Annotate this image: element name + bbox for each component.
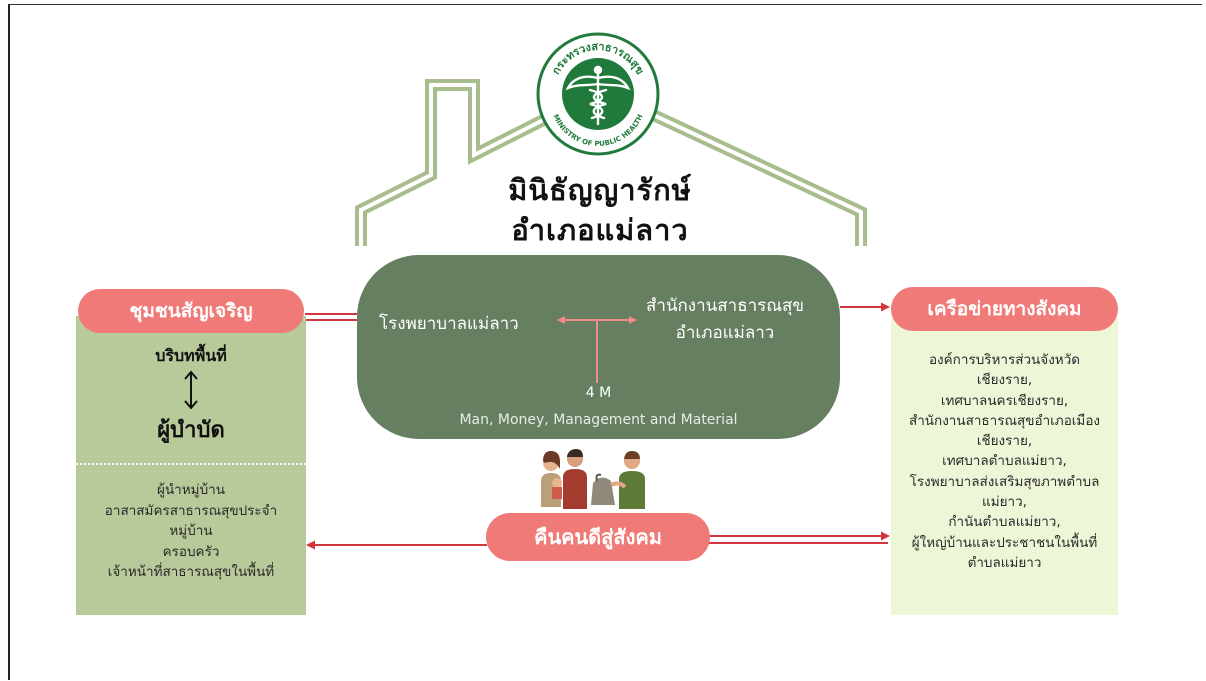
return-to-society-pill: คืนคนดีสู่สังคม <box>486 513 710 561</box>
title-line-1: มินิธัญญารักษ์ <box>508 173 692 207</box>
list-item: หมู่บ้าน <box>169 523 213 539</box>
left-connector-line <box>305 313 357 321</box>
person-icon <box>563 449 587 509</box>
page-title: มินิธัญญารักษ์ อำเภอแม่ลาว <box>440 170 760 250</box>
image-frame <box>8 4 1202 680</box>
list-item: กำนันตำบลแม่ยาว, <box>948 514 1061 531</box>
grocery-bag-icon <box>591 473 615 505</box>
list-item: เจ้าหน้าที่สาธารณสุขในพื้นที่ <box>107 564 275 580</box>
people-illustration <box>541 449 645 509</box>
list-item: อาสาสมัครสาธารณสุขประจำ <box>104 502 278 519</box>
list-item: เทศบาลตำบลแม่ยาว, <box>942 453 1067 470</box>
list-item: สำนักงานสาธารณสุขอำเภอเมือง <box>908 412 1101 429</box>
community-pill: ชุมชนสัญเจริญ <box>78 289 304 333</box>
house-roof-outline <box>355 79 867 246</box>
center-t-connector <box>557 316 637 383</box>
community-members-list: ผู้นำหมู่บ้าน อาสาสมัครสาธารณสุขประจำ หม… <box>76 480 306 583</box>
caduceus-icon <box>565 65 631 126</box>
context-label: บริบทพื้นที่ <box>155 346 227 365</box>
title-line-2: อำเภอแม่ลาว <box>511 213 689 247</box>
four-m-description: Man, Money, Management and Material <box>459 412 738 428</box>
list-item: ผู้นำหมู่บ้าน <box>157 482 225 498</box>
moph-logo: กระทรวงสาธารณสุข MINISTRY OF PUBLIC HEAL… <box>536 32 660 156</box>
list-item: เชียงราย, <box>976 433 1033 450</box>
patient-label: ผู้บำบัด <box>157 418 225 443</box>
list-item: ผู้ใหญ่บ้านและประชาชนในพื้นที่ <box>911 534 1098 551</box>
list-item: เชียงราย, <box>976 372 1033 389</box>
network-members-list: องค์การบริหารส่วนจังหวัด เชียงราย, เทศบา… <box>891 350 1118 573</box>
list-item: แม่ยาว, <box>982 494 1027 511</box>
four-m-label: 4 M <box>585 385 612 401</box>
social-network-panel: องค์การบริหารส่วนจังหวัด เชียงราย, เทศบา… <box>891 318 1118 615</box>
center-organization-box: โรงพยาบาลแม่ลาว สำนักงานสาธารณสุข อำเภอแ… <box>357 255 840 439</box>
social-network-pill: เครือข่ายทางสังคม <box>891 287 1118 331</box>
panel-divider <box>76 463 306 465</box>
list-item: ครอบครัว <box>162 543 220 560</box>
person-icon <box>610 451 645 509</box>
child-icon <box>552 478 562 499</box>
hospital-label: โรงพยาบาลแม่ลาว <box>379 314 519 334</box>
list-item: ตำบลแม่ยาว <box>967 554 1042 571</box>
community-panel: บริบทพื้นที่ ผู้บำบัด ผู้นำหมู่บ้าน อาสา… <box>76 316 306 615</box>
district-health-office-label: สำนักงานสาธารณสุข อำเภอแม่ลาว <box>645 296 805 343</box>
list-item: โรงพยาบาลส่งเสริมสุขภาพตำบล <box>909 473 1100 490</box>
double-arrow-icon <box>184 370 198 410</box>
list-item: องค์การบริหารส่วนจังหวัด <box>928 352 1081 368</box>
list-item: เทศบาลนครเชียงราย, <box>940 392 1069 409</box>
